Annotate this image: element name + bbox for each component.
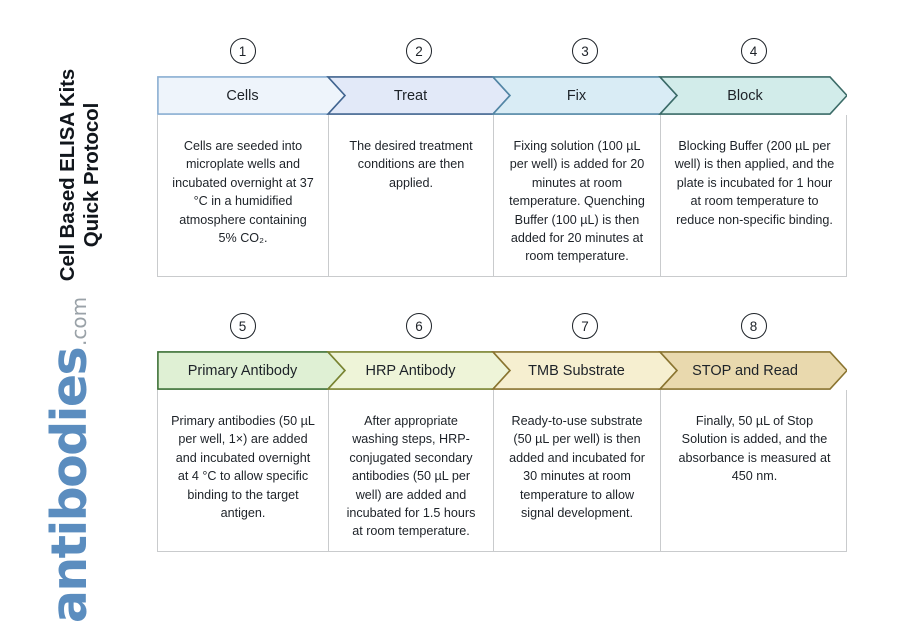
chevron-step-2[interactable] <box>326 76 512 115</box>
step-number-2: 2 <box>406 38 432 64</box>
chevron-step-1[interactable] <box>157 76 347 115</box>
chevron-step-5[interactable] <box>157 351 347 390</box>
page-title-line-2: Quick Protocol <box>80 102 103 248</box>
description-cell-2: The desired treatment conditions are the… <box>329 115 494 276</box>
description-cell-3: Fixing solution (100 µL per well) is add… <box>494 115 661 276</box>
description-cell-5: Primary antibodies (50 µL per well, 1×) … <box>158 390 329 551</box>
branding-rail: Cell Based ELISA Kits Quick Protocol ant… <box>0 0 150 623</box>
chevron-step-4[interactable] <box>658 76 847 115</box>
page-title: Cell Based ELISA Kits Quick Protocol <box>50 25 110 325</box>
description-text-2: The desired treatment conditions are the… <box>349 139 473 190</box>
antibodies-logo: antibodies .com <box>41 297 115 623</box>
page-title-line-1: Cell Based ELISA Kits <box>56 68 80 282</box>
chevron-step-7[interactable] <box>491 351 679 390</box>
description-text-4: Blocking Buffer (200 µL per well) is the… <box>674 139 835 227</box>
logo-tld: .com <box>67 296 91 346</box>
step-number-strip-2: 5 6 7 8 <box>157 313 847 351</box>
description-text-3: Fixing solution (100 µL per well) is add… <box>509 139 645 264</box>
chevron-step-3[interactable] <box>491 76 679 115</box>
description-cell-6: After appropriate washing steps, HRP-con… <box>329 390 494 551</box>
step-number-7: 7 <box>572 313 598 339</box>
logo-wordmark: antibodies <box>41 347 98 623</box>
description-cell-7: Ready-to-use substrate (50 µL per well) … <box>494 390 661 551</box>
step-number-strip-1: 1 2 3 4 <box>157 38 847 76</box>
step-number-6: 6 <box>406 313 432 339</box>
description-row-2: Primary antibodies (50 µL per well, 1×) … <box>157 390 847 552</box>
description-text-8: Finally, 50 µL of Stop Solution is added… <box>678 414 831 484</box>
description-text-1: Cells are seeded into microplate wells a… <box>172 139 314 245</box>
description-cell-1: Cells are seeded into microplate wells a… <box>158 115 329 276</box>
chevron-step-8[interactable] <box>658 351 847 390</box>
step-number-5: 5 <box>229 313 256 339</box>
chevron-step-6[interactable] <box>326 351 512 390</box>
description-text-6: After appropriate washing steps, HRP-con… <box>346 414 476 539</box>
protocol-diagram: Cell Based ELISA Kits Quick Protocol ant… <box>0 0 847 623</box>
step-number-4: 4 <box>740 38 767 64</box>
description-text-5: Primary antibodies (50 µL per well, 1×) … <box>171 414 315 520</box>
description-cell-8: Finally, 50 µL of Stop Solution is added… <box>661 390 848 551</box>
step-number-8: 8 <box>740 313 767 339</box>
step-number-1: 1 <box>229 38 256 64</box>
description-text-7: Ready-to-use substrate (50 µL per well) … <box>509 414 645 520</box>
description-row-1: Cells are seeded into microplate wells a… <box>157 115 847 277</box>
step-number-3: 3 <box>572 38 598 64</box>
description-cell-4: Blocking Buffer (200 µL per well) is the… <box>661 115 848 276</box>
